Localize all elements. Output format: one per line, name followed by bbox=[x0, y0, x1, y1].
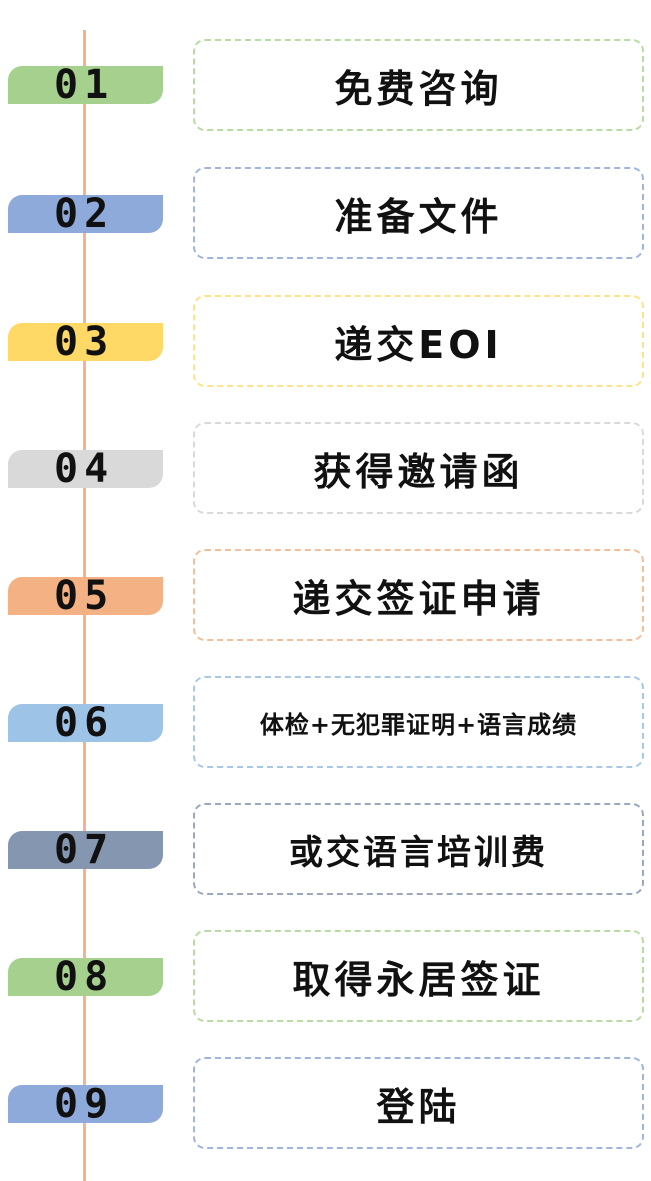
step-number: 02 bbox=[54, 191, 115, 237]
step-tab-4: 04 bbox=[8, 446, 163, 492]
step-tab-3: 03 bbox=[8, 319, 163, 365]
step-number: 06 bbox=[54, 700, 115, 746]
step-number: 09 bbox=[54, 1081, 115, 1127]
step-box-4: 获得邀请函 bbox=[193, 422, 644, 514]
step-number: 04 bbox=[54, 446, 115, 492]
step-number: 03 bbox=[54, 319, 115, 365]
step-box-5: 递交签证申请 bbox=[193, 549, 644, 641]
step-box-6: 体检+无犯罪证明+语言成绩 bbox=[193, 676, 644, 768]
step-label: 准备文件 bbox=[334, 194, 503, 239]
step-box-2: 准备文件 bbox=[193, 167, 644, 259]
step-tab-2: 02 bbox=[8, 191, 163, 237]
step-tab-7: 07 bbox=[8, 827, 163, 873]
step-label: 递交EOI bbox=[334, 322, 503, 367]
step-label: 获得邀请函 bbox=[313, 449, 524, 494]
step-number: 01 bbox=[54, 62, 115, 108]
step-number: 08 bbox=[54, 954, 115, 1000]
step-box-1: 免费咨询 bbox=[193, 39, 644, 131]
step-number: 05 bbox=[54, 573, 115, 619]
step-box-8: 取得永居签证 bbox=[193, 930, 644, 1022]
step-label: 取得永居签证 bbox=[292, 957, 545, 1002]
step-box-3: 递交EOI bbox=[193, 295, 644, 387]
step-tab-8: 08 bbox=[8, 954, 163, 1000]
step-tab-1: 01 bbox=[8, 62, 163, 108]
step-tab-9: 09 bbox=[8, 1081, 163, 1127]
step-box-7: 或交语言培训费 bbox=[193, 803, 644, 895]
step-label: 体检+无犯罪证明+语言成绩 bbox=[259, 710, 578, 739]
step-number: 07 bbox=[54, 827, 115, 873]
step-label: 登陆 bbox=[376, 1084, 461, 1129]
step-tab-6: 06 bbox=[8, 700, 163, 746]
step-label: 或交语言培训费 bbox=[289, 832, 548, 873]
step-tab-5: 05 bbox=[8, 573, 163, 619]
step-label: 递交签证申请 bbox=[292, 576, 545, 621]
step-label: 免费咨询 bbox=[334, 66, 503, 111]
step-box-9: 登陆 bbox=[193, 1057, 644, 1149]
